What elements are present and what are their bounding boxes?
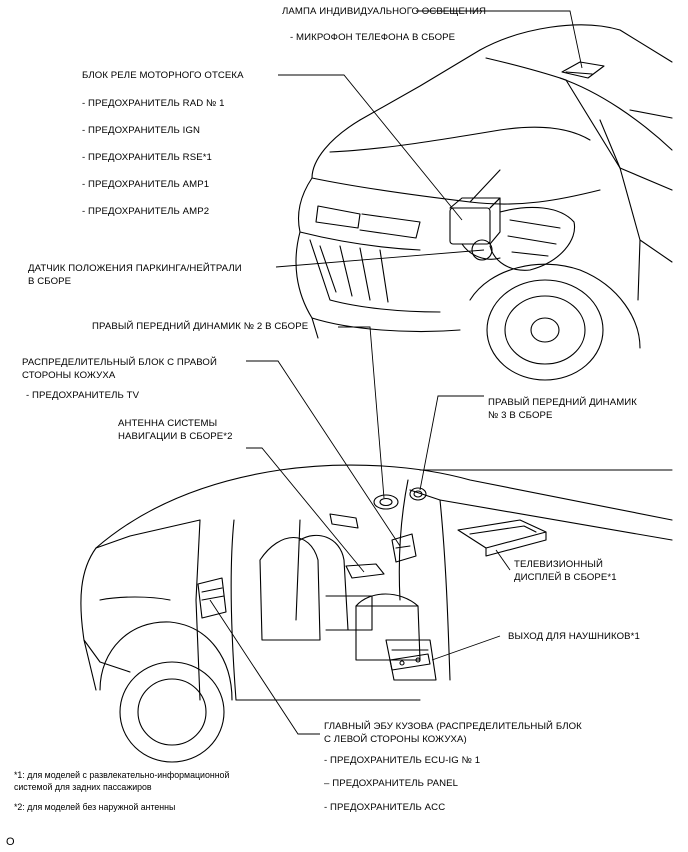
- label-telephone-microphone: - МИКРОФОН ТЕЛЕФОНА В СБОРЕ: [290, 32, 456, 43]
- label-fuse-amp2: - ПРЕДОХРАНИТЕЛЬ AMP2: [82, 206, 210, 217]
- leader-engine-relay: [278, 74, 463, 221]
- label-nav-antenna-line1: АНТЕННА СИСТЕМЫ: [118, 418, 218, 429]
- label-main-body-ecu-line1: ГЛАВНЫЙ ЭБУ КУЗОВА (РАСПРЕДЕЛИТЕЛЬНЫЙ БЛ…: [324, 721, 582, 732]
- leader-headphone: [431, 635, 501, 661]
- footnote-1-line2: системой для задних пассажиров: [14, 782, 152, 792]
- leader-nav-antenna: [246, 447, 365, 573]
- label-rh-junction-line2: СТОРОНЫ КОЖУХА: [22, 370, 116, 381]
- label-fuse-panel: – ПРЕДОХРАНИТЕЛЬ PANEL: [324, 778, 459, 789]
- label-fuse-rse: - ПРЕДОХРАНИТЕЛЬ RSE*1: [82, 152, 212, 163]
- footnote-2: *2: для моделей без наружной антенны: [14, 802, 176, 812]
- label-rh-junction-block: РАСПРЕДЕЛИТЕЛЬНЫЙ БЛОК С ПРАВОЙ СТОРОНЫ …: [22, 356, 217, 382]
- leader-tv-display: [495, 549, 511, 571]
- label-interior-lamp: ЛАМПА ИНДИВИДУАЛЬНОГО ОСВЕЩЕНИЯ: [282, 6, 487, 17]
- label-tv-display: ТЕЛЕВИЗИОННЫЙ ДИСПЛЕЙ В СБОРЕ*1: [514, 558, 617, 584]
- label-speaker-no2: ПРАВЫЙ ПЕРЕДНИЙ ДИНАМИК № 2 В СБОРЕ: [92, 321, 309, 332]
- label-headphone-jack: ВЫХОД ДЛЯ НАУШНИКОВ*1: [508, 631, 640, 642]
- leader-rh-junction: [246, 360, 401, 547]
- label-fuse-ign: - ПРЕДОХРАНИТЕЛЬ IGN: [82, 125, 201, 136]
- figure-code: O: [6, 836, 15, 848]
- label-park-neutral-sensor-line2: В СБОРЕ: [28, 276, 72, 287]
- label-speaker-no3-line2: № 3 В СБОРЕ: [488, 410, 553, 421]
- label-nav-antenna-line2: НАВИГАЦИИ В СБОРЕ*2: [118, 431, 233, 442]
- label-main-body-ecu-line2: С ЛЕВОЙ СТОРОНЫ КОЖУХА): [324, 734, 467, 745]
- label-fuse-acc: - ПРЕДОХРАНИТЕЛЬ ACC: [324, 802, 446, 813]
- leader-lamp: [416, 10, 583, 69]
- label-speaker-no3: ПРАВЫЙ ПЕРЕДНИЙ ДИНАМИК № 3 В СБОРЕ: [488, 396, 637, 422]
- leader-park-sensor: [275, 249, 485, 268]
- label-main-body-ecu: ГЛАВНЫЙ ЭБУ КУЗОВА (РАСПРЕДЕЛИТЕЛЬНЫЙ БЛ…: [324, 720, 582, 746]
- label-fuse-tv: - ПРЕДОХРАНИТЕЛЬ TV: [26, 390, 140, 401]
- label-fuse-ecu-ig: - ПРЕДОХРАНИТЕЛЬ ECU-IG № 1: [324, 755, 481, 766]
- label-rh-junction-line1: РАСПРЕДЕЛИТЕЛЬНЫЙ БЛОК С ПРАВОЙ: [22, 357, 217, 368]
- label-fuse-amp1: - ПРЕДОХРАНИТЕЛЬ AMP1: [82, 179, 210, 190]
- label-park-neutral-sensor-line1: ДАТЧИК ПОЛОЖЕНИЯ ПАРКИНГА/НЕЙТРАЛИ: [28, 263, 242, 274]
- label-engine-relay-block: БЛОК РЕЛЕ МОТОРНОГО ОТСЕКА: [82, 70, 244, 81]
- label-speaker-no3-line1: ПРАВЫЙ ПЕРЕДНИЙ ДИНАМИК: [488, 397, 637, 408]
- label-park-neutral-sensor: ДАТЧИК ПОЛОЖЕНИЯ ПАРКИНГА/НЕЙТРАЛИ В СБО…: [28, 262, 242, 288]
- label-nav-antenna: АНТЕННА СИСТЕМЫ НАВИГАЦИИ В СБОРЕ*2: [118, 417, 233, 443]
- leader-lines: [209, 10, 583, 735]
- label-tv-display-line1: ТЕЛЕВИЗИОННЫЙ: [514, 559, 603, 570]
- front-vehicle-drawing: [295, 24, 673, 381]
- label-fuse-rad: - ПРЕДОХРАНИТЕЛЬ RAD № 1: [82, 98, 225, 109]
- footnote-1: *1: для моделей с развлекательно-информа…: [14, 769, 229, 793]
- leader-speaker2: [338, 326, 385, 499]
- footnote-1-line1: *1: для моделей с развлекательно-информа…: [14, 770, 230, 780]
- leader-speaker3: [419, 395, 484, 491]
- leader-main-ecu: [209, 599, 320, 735]
- label-tv-display-line2: ДИСПЛЕЙ В СБОРЕ*1: [514, 572, 617, 583]
